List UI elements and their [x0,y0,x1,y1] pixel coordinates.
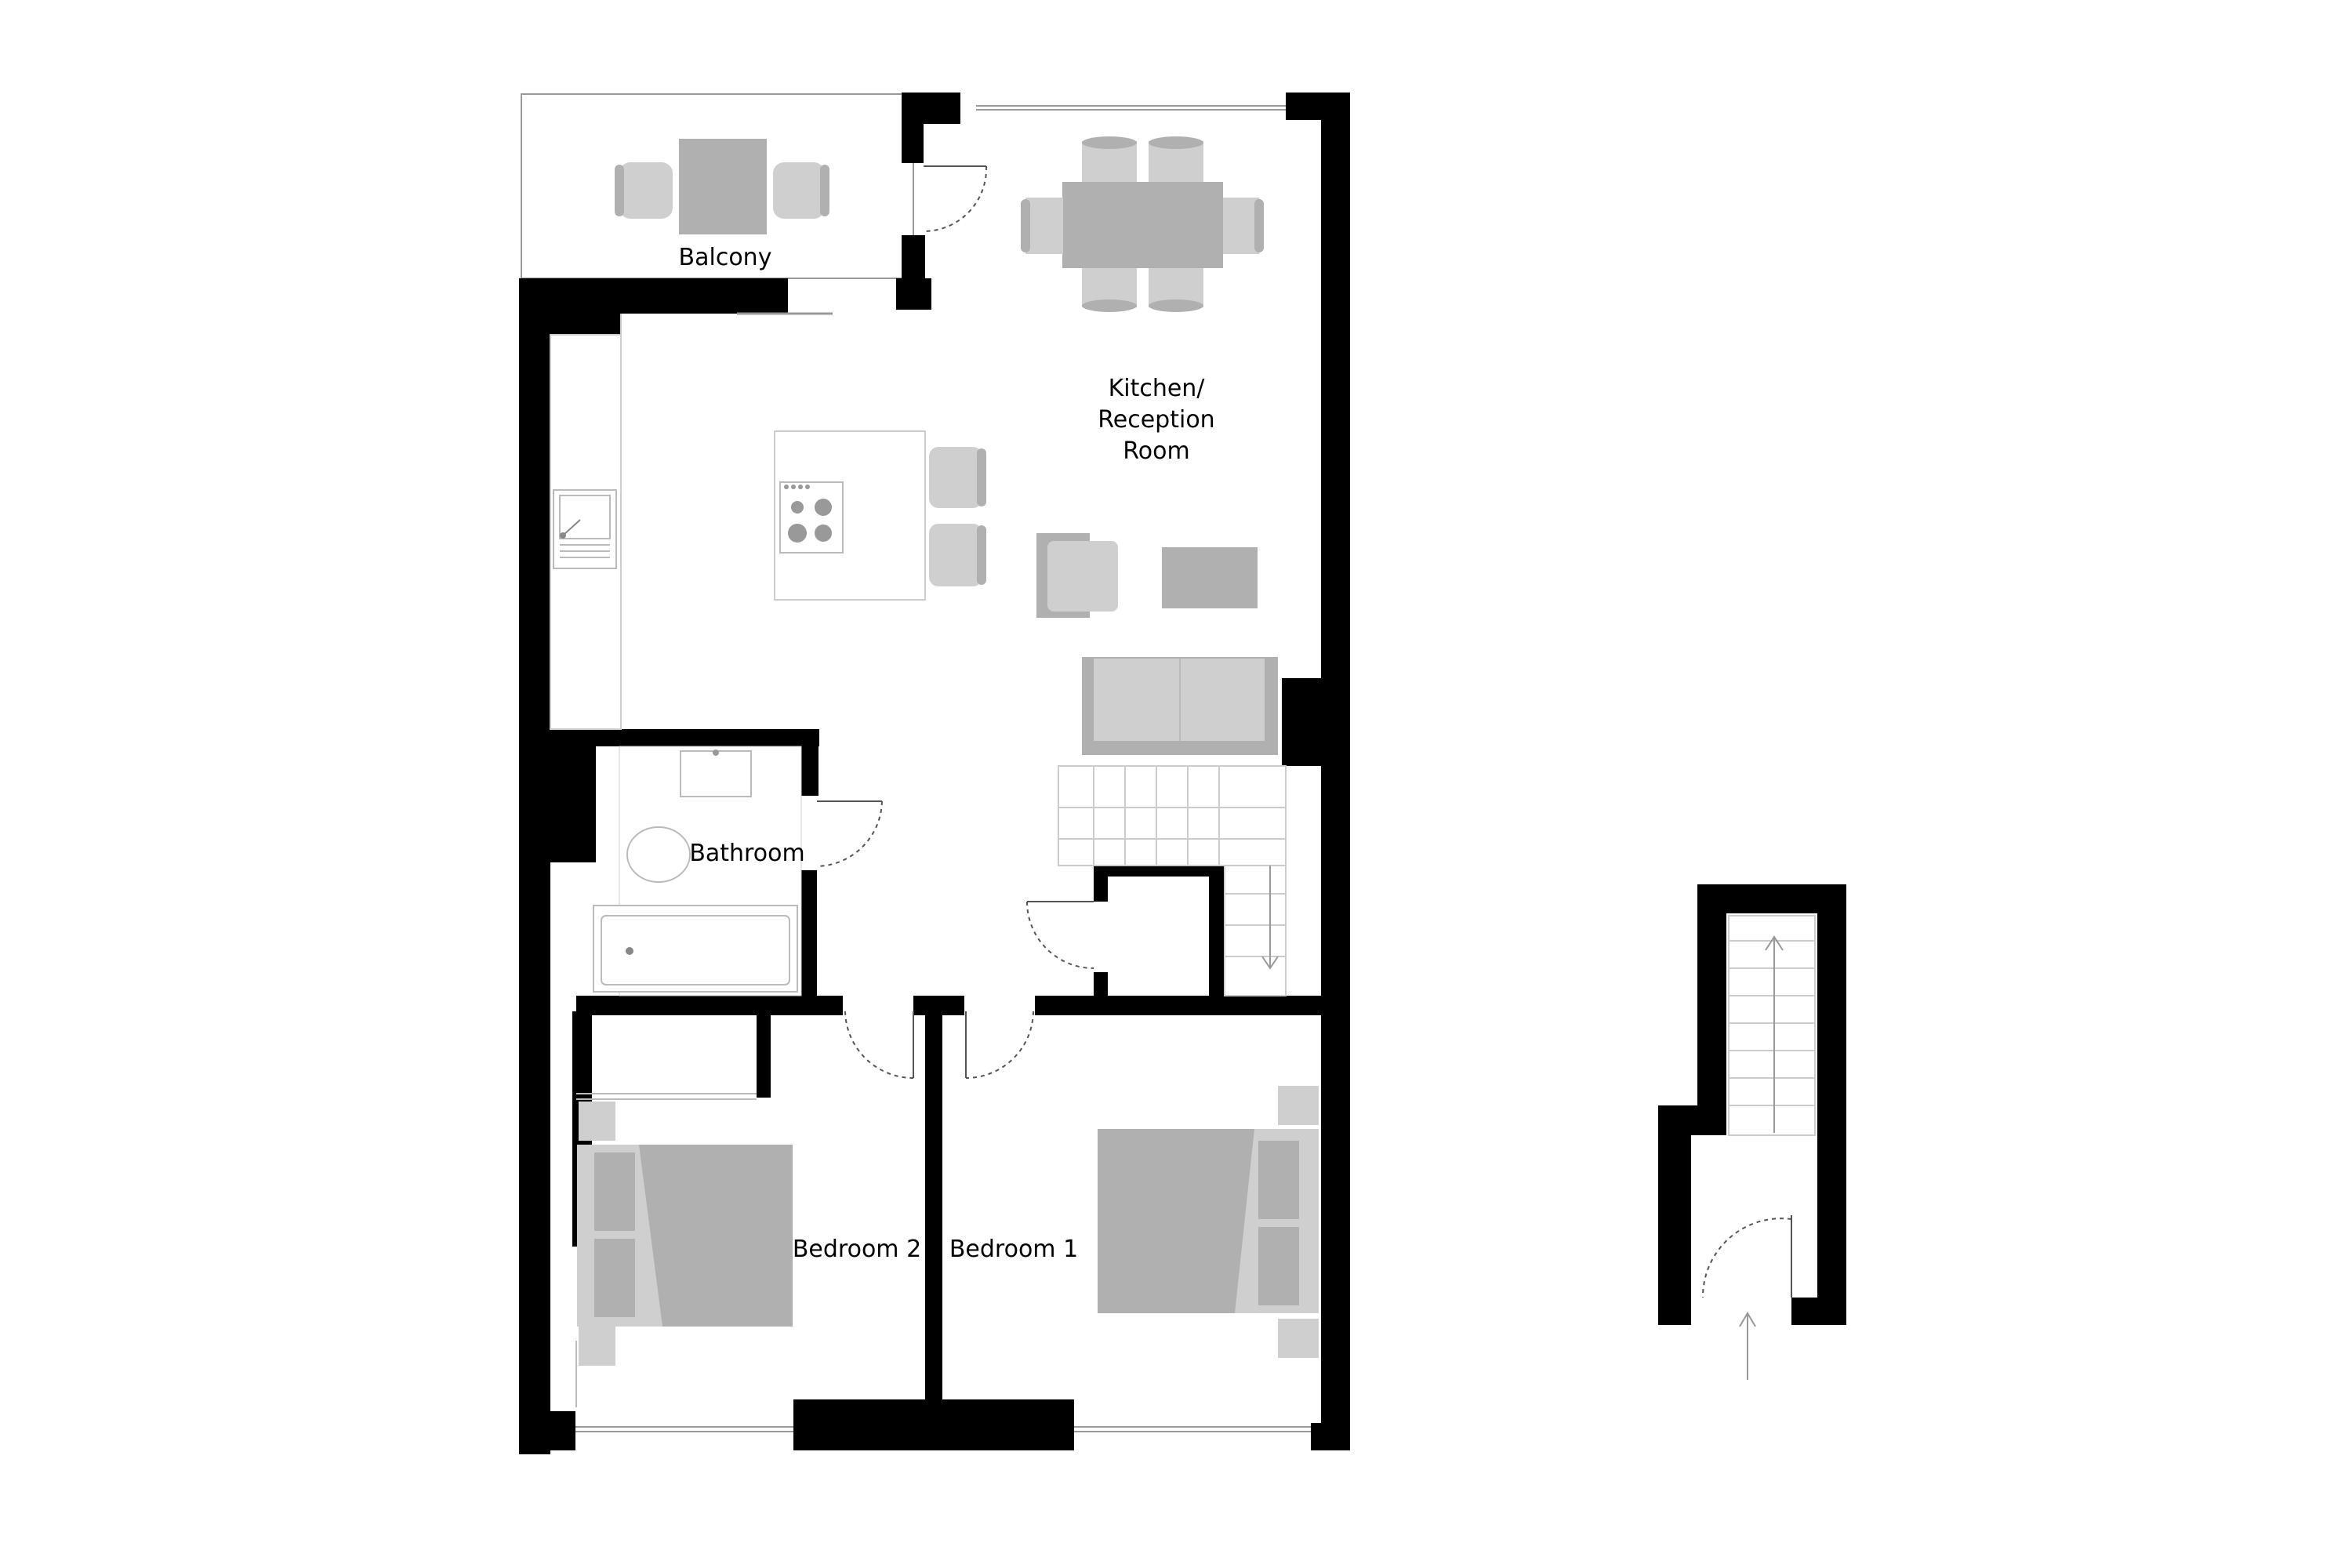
kitchen-label-line2: Reception [1098,406,1214,434]
balcony-label: Balcony [679,244,772,271]
bedroom1-furniture [1098,1086,1319,1358]
kitchen-label-line1: Kitchen/ [1109,375,1206,402]
entrance-stair [1658,884,1846,1380]
exterior-walls [519,93,1350,1454]
balcony-table-set [615,139,829,234]
sofa [1082,657,1278,755]
doors [816,165,1094,1079]
armchair [1036,533,1118,618]
staircase [1058,765,1287,996]
bedroom1-label: Bedroom 1 [949,1236,1078,1263]
bedroom2-label: Bedroom 2 [793,1236,921,1263]
windows [575,105,1311,1432]
kitchen-label-line3: Room [1123,437,1189,465]
dining-set [1021,136,1264,312]
sink-icon [553,489,617,569]
bedroom2-furniture [575,1093,793,1407]
hob-icon [779,481,844,554]
bar-stools [929,447,986,586]
bathroom-fixtures [593,746,802,996]
coffee-table [1162,547,1258,608]
bathroom-label: Bathroom [689,840,804,867]
